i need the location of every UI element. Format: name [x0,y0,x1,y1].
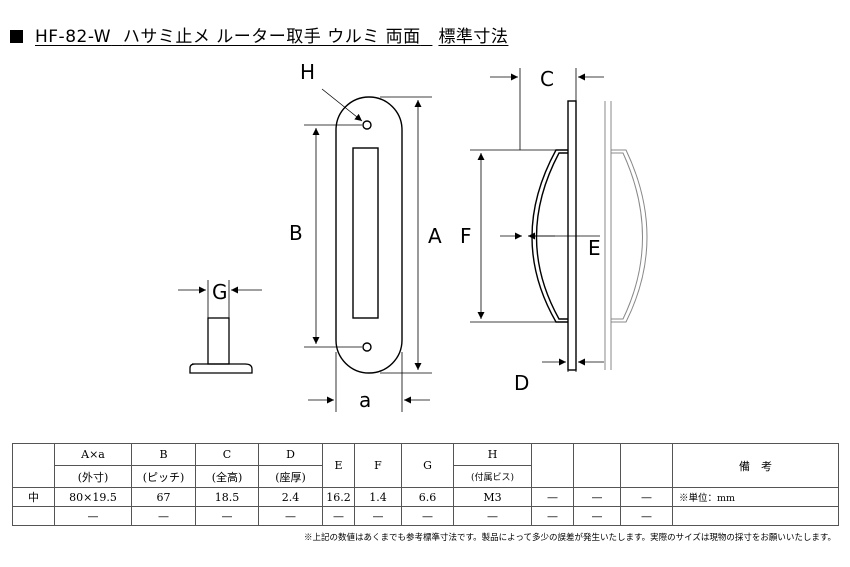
dim-B: B [289,124,362,348]
dimension-drawing: H B A a G [178,60,648,412]
header-G: G [401,443,454,488]
header-Aa-sub: (外寸) [54,465,132,488]
cell: — [401,506,454,526]
title-suffix: 標準寸法 [438,27,509,47]
cell: 67 [131,487,196,507]
label-B: B [289,221,303,245]
row-label [12,506,55,526]
label-F: F [460,224,472,248]
label-a: a [359,388,371,412]
cell: 2.4 [258,487,323,507]
screw-view [189,317,253,374]
cell: M3 [453,487,532,507]
dim-G: G [178,280,262,318]
header-D: D [258,443,323,466]
title-model: HF-82-W [35,27,112,47]
header-blank-1 [531,443,574,488]
dim-a: a [308,352,430,412]
cell: — [258,506,323,526]
header-row-top: A×a B C D E F G H 備 考 [12,443,839,488]
cell: 80×19.5 [54,487,132,507]
row-label: 中 [12,487,55,507]
screw-shaft [207,317,230,365]
dim-A: A [380,96,442,374]
cell: — [531,487,574,507]
remark-cell: ※単位：mm [672,487,839,507]
cell: — [573,506,621,526]
dim-H: H [300,60,363,122]
label-H: H [300,60,315,84]
side-plate-back [567,100,577,371]
header-C-sub: (全高) [195,465,259,488]
remark-cell [672,506,839,526]
header-H-sub: (付属ビス) [453,465,532,488]
spec-table: A×a B C D E F G H 備 考 (外寸) (ピッチ) (全高) (座… [12,443,839,526]
header-blank-2 [573,443,621,488]
cell: — [131,506,196,526]
title-name: ハサミ止メ ルーター取手 ウルミ 両面 [122,27,421,47]
cell: — [620,487,673,507]
page-title: HF-82-W ハサミ止メ ルーター取手 ウルミ 両面 標準寸法 [10,22,508,47]
cell: 16.2 [322,487,355,507]
cell: — [354,506,402,526]
label-D: D [514,371,529,395]
label-C: C [540,67,554,91]
dim-D: D [514,340,604,395]
cell: 1.4 [354,487,402,507]
header-row-bottom: (外寸) (ピッチ) (全高) (座厚) (付属ビス) [13,465,839,488]
cell: — [322,506,355,526]
screw-hole-bottom [362,342,372,352]
footnote: ※上記の数値はあくまでも参考標準寸法です。製品によって多少の誤差が発生いたします… [303,533,836,543]
cell: — [620,506,673,526]
header-B: B [131,443,196,466]
cell: 18.5 [195,487,259,507]
header-remarks: 備 考 [672,443,839,488]
handle-inner [535,152,568,320]
corner-cell [12,443,55,488]
cell: — [195,506,259,526]
header-F: F [354,443,402,488]
cell: — [531,506,574,526]
header-B-sub: (ピッチ) [131,465,196,488]
cell: — [54,506,132,526]
title-square-icon [10,30,23,43]
label-E: E [588,236,601,260]
header-Aa: A×a [54,443,132,466]
plate-slot [352,147,379,319]
front-view [335,96,403,374]
header-blank-3 [620,443,673,488]
header-E: E [322,443,355,488]
screw-hole-top [362,120,372,130]
cell: 6.6 [401,487,454,507]
cell: — [573,487,621,507]
dim-F: F [460,149,558,323]
dim-E: E [500,232,601,260]
dim-C: C [490,67,604,150]
label-G: G [212,280,228,304]
plate-outline [335,96,403,374]
header-H: H [453,443,532,466]
header-D-sub: (座厚) [258,465,323,488]
table-row: — — — — — — — — — — — [12,506,839,526]
header-C: C [195,443,259,466]
label-A: A [428,224,442,248]
screw-base [189,363,253,374]
table-row: 中 80×19.5 67 18.5 2.4 16.2 1.4 6.6 M3 — … [12,487,839,507]
cell: — [453,506,532,526]
